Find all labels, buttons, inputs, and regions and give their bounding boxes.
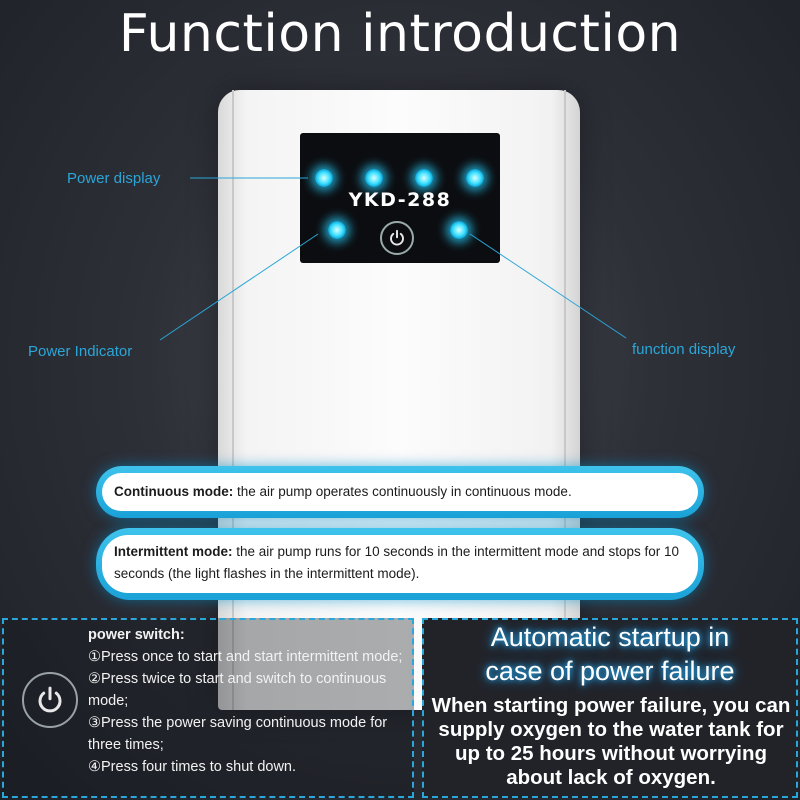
power-switch-step: ④Press four times to shut down. [88, 759, 297, 775]
power-switch-instructions: power switch: ①Press once to start and s… [88, 624, 414, 778]
power-switch-step: ③Press the power saving continuous mode … [88, 715, 388, 753]
auto-startup-title: Automatic startup in case of power failu… [422, 620, 798, 688]
page-title: Function introduction [118, 4, 682, 64]
intermittent-mode-label: Intermittent mode: [114, 544, 233, 559]
auto-startup-title-line1: Automatic startup in [490, 622, 730, 652]
power-display-led [315, 169, 333, 187]
auto-startup-title-line2: case of power failure [485, 656, 735, 686]
device-edge [564, 90, 566, 710]
power-display-led [365, 169, 383, 187]
function-display-callout: function display [632, 341, 736, 358]
power-indicator-callout: Power Indicator [28, 343, 133, 360]
power-switch-button[interactable] [22, 672, 78, 728]
continuous-mode-description: the air pump operates continuously in co… [233, 484, 572, 499]
power-switch-heading: power switch: [88, 627, 185, 643]
power-indicator-led [328, 221, 346, 239]
continuous-mode-label: Continuous mode: [114, 484, 234, 499]
panel-power-button[interactable] [380, 221, 414, 255]
device-edge [232, 90, 234, 710]
intermittent-mode-description: the air pump runs for 10 seconds in the … [114, 544, 680, 581]
auto-startup-box [422, 618, 798, 798]
model-label: YKD-288 [348, 189, 452, 211]
function-display-led [450, 221, 468, 239]
auto-startup-description: When starting power failure, you can sup… [431, 694, 791, 789]
power-display-callout: Power display [67, 170, 161, 187]
power-icon [38, 686, 62, 713]
power-icon [390, 229, 404, 246]
intermittent-mode-text: Intermittent mode: the air pump runs for… [102, 535, 698, 593]
continuous-mode-text: Continuous mode: the air pump operates c… [102, 473, 698, 511]
power-switch-step: ①Press once to start and start intermitt… [88, 649, 403, 665]
power-display-led [466, 169, 484, 187]
control-panel: YKD-288 [300, 133, 500, 263]
power-switch-step: ②Press twice to start and switch to cont… [88, 671, 387, 709]
power-display-led [415, 169, 433, 187]
